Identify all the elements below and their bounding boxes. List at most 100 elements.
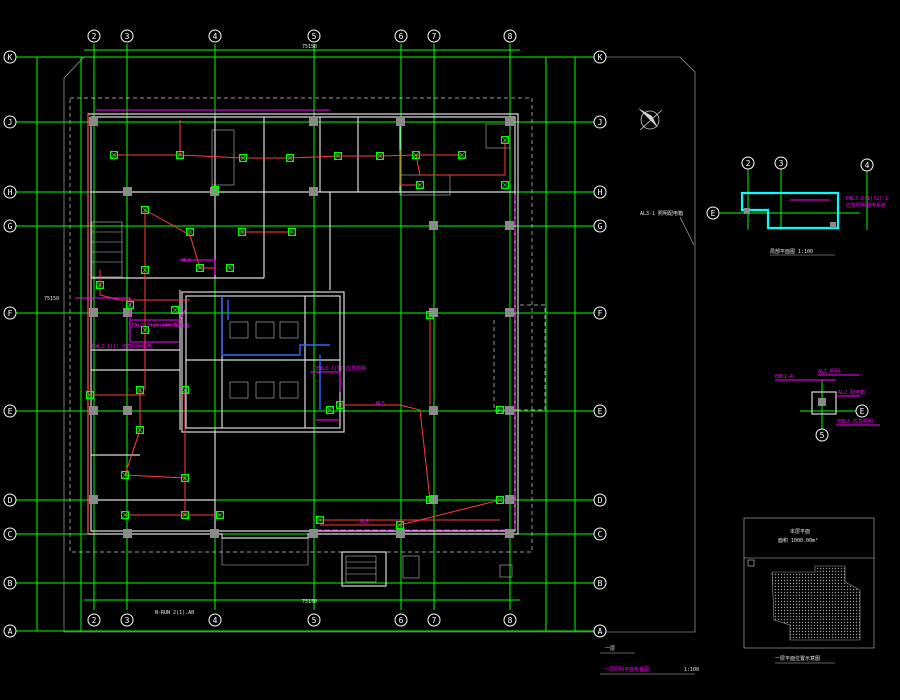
drawing-scale: 1:100 <box>684 667 699 673</box>
light-fixture-cross <box>501 136 509 144</box>
svg-text:J: J <box>8 118 13 127</box>
light-fixture-icon <box>226 264 234 272</box>
light-fixture-icon <box>96 281 104 289</box>
svg-text:6: 6 <box>399 616 404 625</box>
svg-text:5: 5 <box>312 616 317 625</box>
detail-1-note: EWL3-1(1)(2)-1 <box>846 196 888 202</box>
light-fixture-icon <box>336 401 344 409</box>
svg-text:K: K <box>598 53 603 62</box>
light-fixture-icon <box>286 154 294 162</box>
light-fixture-cross <box>416 181 424 189</box>
light-fixture-icon <box>110 151 118 159</box>
svg-text:G: G <box>598 222 603 231</box>
light-fixture-cross <box>216 511 224 519</box>
svg-text:3: 3 <box>125 616 130 625</box>
light-fixture-cross <box>239 154 247 162</box>
light-fixture-icon <box>136 426 144 434</box>
svg-text:E: E <box>598 407 603 416</box>
svg-text:5: 5 <box>312 32 317 41</box>
svg-text:4: 4 <box>213 32 218 41</box>
light-fixture-icon <box>416 181 424 189</box>
light-fixture-icon <box>396 521 404 529</box>
light-fixture-icon <box>376 152 384 160</box>
structural-columns <box>89 117 514 538</box>
light-fixture-icon <box>326 406 334 414</box>
svg-text:H: H <box>8 188 13 197</box>
light-fixture-cross <box>396 521 404 529</box>
light-fixture-icon <box>501 181 509 189</box>
svg-text:2: 2 <box>92 32 97 41</box>
left-dim: 75150 <box>44 296 59 302</box>
lighting-circuits <box>87 114 506 534</box>
light-fixture-cross <box>186 228 194 236</box>
svg-text:4: 4 <box>865 161 870 170</box>
light-fixture-icon <box>426 496 434 504</box>
light-fixture-cross <box>171 306 179 314</box>
svg-text:7: 7 <box>432 32 437 41</box>
svg-text:C: C <box>8 530 13 539</box>
light-fixture-icon <box>412 151 420 159</box>
light-fixture-cross <box>121 511 129 519</box>
scale-label: 一层 <box>605 646 615 652</box>
light-fixture-icon <box>141 266 149 274</box>
light-fixture-cross <box>110 151 118 159</box>
drawing-title: 一层照明平面布置图 <box>604 666 649 673</box>
light-fixture-cross <box>326 406 334 414</box>
light-fixture-icon <box>288 228 296 236</box>
light-fixture-cross <box>376 152 384 160</box>
light-fixture-icon <box>496 496 504 504</box>
light-fixture-cross <box>426 496 434 504</box>
light-fixture-cross <box>141 266 149 274</box>
light-fixture-cross <box>286 154 294 162</box>
light-fixture-icon <box>496 406 504 414</box>
mid-label-1: WL5 <box>376 401 385 407</box>
light-fixture-icon <box>176 151 184 159</box>
core-label-1: EWL3-1(2),1AB 配电箱 <box>132 322 189 329</box>
key-plan-caption-2: 面积 1000.00m² <box>778 537 818 544</box>
svg-text:6: 6 <box>399 32 404 41</box>
light-fixture-cross <box>121 471 129 479</box>
detail-2-note-3: AL2 配电箱 <box>838 389 865 396</box>
svg-text:A: A <box>598 627 603 636</box>
svg-text:G: G <box>8 222 13 231</box>
light-fixture-icon <box>181 511 189 519</box>
svg-text:4: 4 <box>213 616 218 625</box>
svg-text:D: D <box>598 496 603 505</box>
light-fixture-cross <box>181 511 189 519</box>
north-arrow-icon <box>638 108 663 131</box>
svg-text:2: 2 <box>746 159 751 168</box>
light-fixture-cross <box>288 228 296 236</box>
svg-text:5: 5 <box>820 431 825 440</box>
svg-text:J: J <box>598 118 603 127</box>
light-fixture-cross <box>181 474 189 482</box>
svg-text:E: E <box>8 407 13 416</box>
bottom-note: N-RUN 2(1).AB <box>155 610 194 616</box>
mid-label-3: WL6 <box>182 258 191 264</box>
light-fixture-icon <box>458 151 466 159</box>
light-fixture-cross <box>496 496 504 504</box>
row-bubbles-right: K J H G F E D C B A <box>593 50 607 638</box>
light-fixtures <box>86 136 509 529</box>
light-fixture-icon <box>239 154 247 162</box>
light-fixture-icon <box>121 511 129 519</box>
svg-text:H: H <box>598 188 603 197</box>
key-plan-caption-1: 本层平面 <box>790 528 810 535</box>
light-fixture-icon <box>181 386 189 394</box>
svg-text:3: 3 <box>779 159 784 168</box>
svg-text:7: 7 <box>432 616 437 625</box>
light-fixture-icon <box>216 511 224 519</box>
light-fixture-icon <box>211 186 219 194</box>
svg-text:3: 3 <box>125 32 130 41</box>
svg-text:F: F <box>8 309 13 318</box>
detail-1: 2 3 4 E EWL3-1(1)(2)-1 应急照明配电系统 局部平面图 1:… <box>706 156 888 256</box>
detail-2-note-2: AL1 照明 <box>818 369 840 375</box>
light-fixture-icon <box>181 474 189 482</box>
light-fixture-cross <box>136 426 144 434</box>
col-bubbles-top: 2 3 4 5 6 7 8 <box>87 29 517 43</box>
light-fixture-icon <box>334 152 342 160</box>
row-bubbles-left: K J H G F E D C B A <box>3 50 17 638</box>
col-bubbles-bottom: 2 3 4 5 6 7 8 <box>87 613 517 627</box>
light-fixture-icon <box>196 264 204 272</box>
light-fixture-cross <box>181 386 189 394</box>
svg-text:E: E <box>711 209 716 218</box>
